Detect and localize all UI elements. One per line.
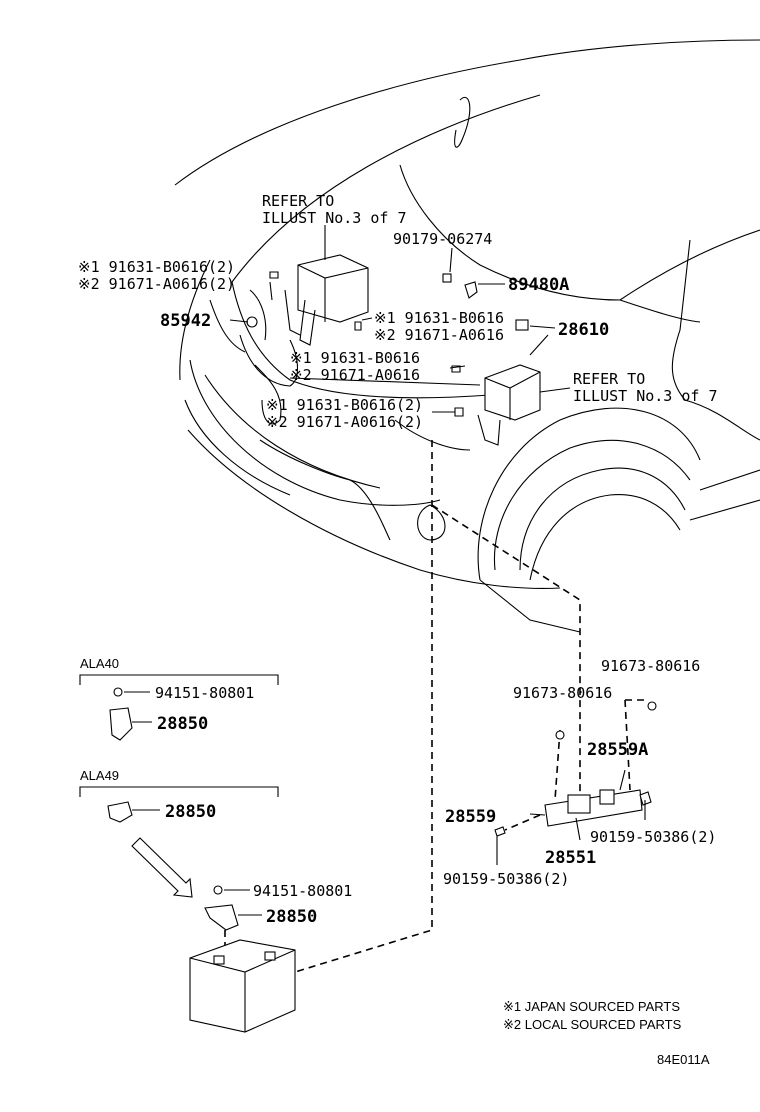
note-local-sourced: ※2 LOCAL SOURCED PARTS xyxy=(503,1017,682,1032)
refer-note-upper: REFER TO ILLUST No.3 of 7 xyxy=(262,192,407,227)
part-28551: 28551 xyxy=(545,848,596,868)
part-28850: 28850 xyxy=(266,907,317,927)
part-91673-80616: 91673-80616 xyxy=(601,657,700,675)
battery xyxy=(189,939,296,1033)
part-89480a: 89480A xyxy=(508,275,569,295)
part-90179-06274: 90179-06274 xyxy=(393,230,492,248)
part-28610: 28610 xyxy=(558,320,609,340)
group-ala40 xyxy=(79,674,279,741)
refer-note-lower: REFER TO ILLUST No.3 of 7 xyxy=(573,370,718,405)
relay-box-lower xyxy=(477,364,541,446)
illustration-code: 84E011A xyxy=(657,1052,710,1067)
group-code-ala40: ALA40 xyxy=(80,656,119,671)
part-28850: 28850 xyxy=(165,802,216,822)
part-91673-80616: 91673-80616 xyxy=(513,684,612,702)
bolt-label-local: ※2 91671-A0616(2) xyxy=(266,413,423,431)
fusible-link-assembly xyxy=(494,701,657,865)
part-90159-50386: 90159-50386(2) xyxy=(590,828,716,846)
part-28850: 28850 xyxy=(157,714,208,734)
refer-line-2: ILLUST No.3 of 7 xyxy=(262,209,407,227)
refer-line-1: REFER TO xyxy=(573,370,645,388)
part-28559a: 28559A xyxy=(587,740,648,760)
bolt-label-japan: ※1 91631-B0616 xyxy=(290,349,420,367)
part-94151-80801: 94151-80801 xyxy=(155,684,254,702)
bolt-label-japan: ※1 91631-B0616 xyxy=(374,309,504,327)
part-85942: 85942 xyxy=(160,311,211,331)
note-japan-sourced: ※1 JAPAN SOURCED PARTS xyxy=(503,999,680,1014)
leader-lines xyxy=(229,225,571,413)
relay-box-upper xyxy=(284,254,369,346)
bolt-label-japan: ※1 91631-B0616(2) xyxy=(266,396,423,414)
dashed-routing xyxy=(224,440,645,973)
bolt-label-japan: ※1 91631-B0616(2) xyxy=(78,258,235,276)
bolt-label-local: ※2 91671-A0616 xyxy=(290,366,420,384)
group-ala49 xyxy=(79,786,279,931)
part-90159-50386: 90159-50386(2) xyxy=(443,870,569,888)
small-parts xyxy=(246,271,529,417)
refer-line-2: ILLUST No.3 of 7 xyxy=(573,387,718,405)
bolt-label-local: ※2 91671-A0616 xyxy=(374,326,504,344)
refer-line-1: REFER TO xyxy=(262,192,334,210)
part-94151-80801: 94151-80801 xyxy=(253,882,352,900)
bolt-label-local: ※2 91671-A0616(2) xyxy=(78,275,235,293)
group-code-ala49: ALA49 xyxy=(80,768,119,783)
part-28559: 28559 xyxy=(445,807,496,827)
